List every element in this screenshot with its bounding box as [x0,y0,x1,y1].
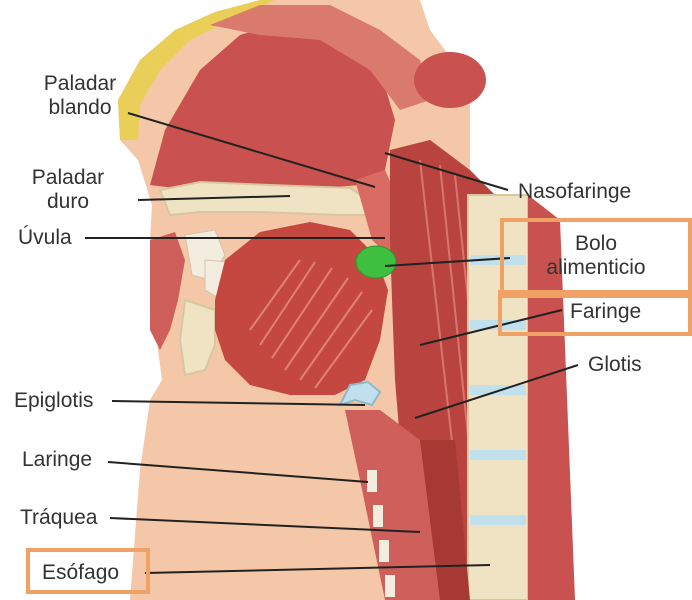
food-bolus [356,246,396,278]
label-uvula: Úvula [18,226,72,250]
label-paladar-blando: Paladar blando [30,72,130,120]
label-nasofaringe: Nasofaringe [518,180,631,204]
label-paladar-blando-line1: Paladar [30,72,130,96]
label-bolo-alimenticio: Bolo alimenticio [505,232,687,280]
label-faringe: Faringe [570,300,641,324]
label-glotis: Glotis [588,353,642,377]
label-epiglotis: Epiglotis [14,389,93,413]
tongue [215,222,388,395]
label-traquea: Tráquea [20,506,97,530]
adenoid [414,52,486,108]
label-paladar-blando-line2: blando [30,96,130,120]
label-esofago: Esófago [42,561,119,585]
label-paladar-duro: Paladar duro [18,166,118,214]
label-paladar-duro-line2: duro [18,190,118,214]
label-bolo-line1: Bolo [505,232,687,256]
label-bolo-line2: alimenticio [505,256,687,280]
label-laringe: Laringe [22,448,92,472]
label-paladar-duro-line1: Paladar [18,166,118,190]
